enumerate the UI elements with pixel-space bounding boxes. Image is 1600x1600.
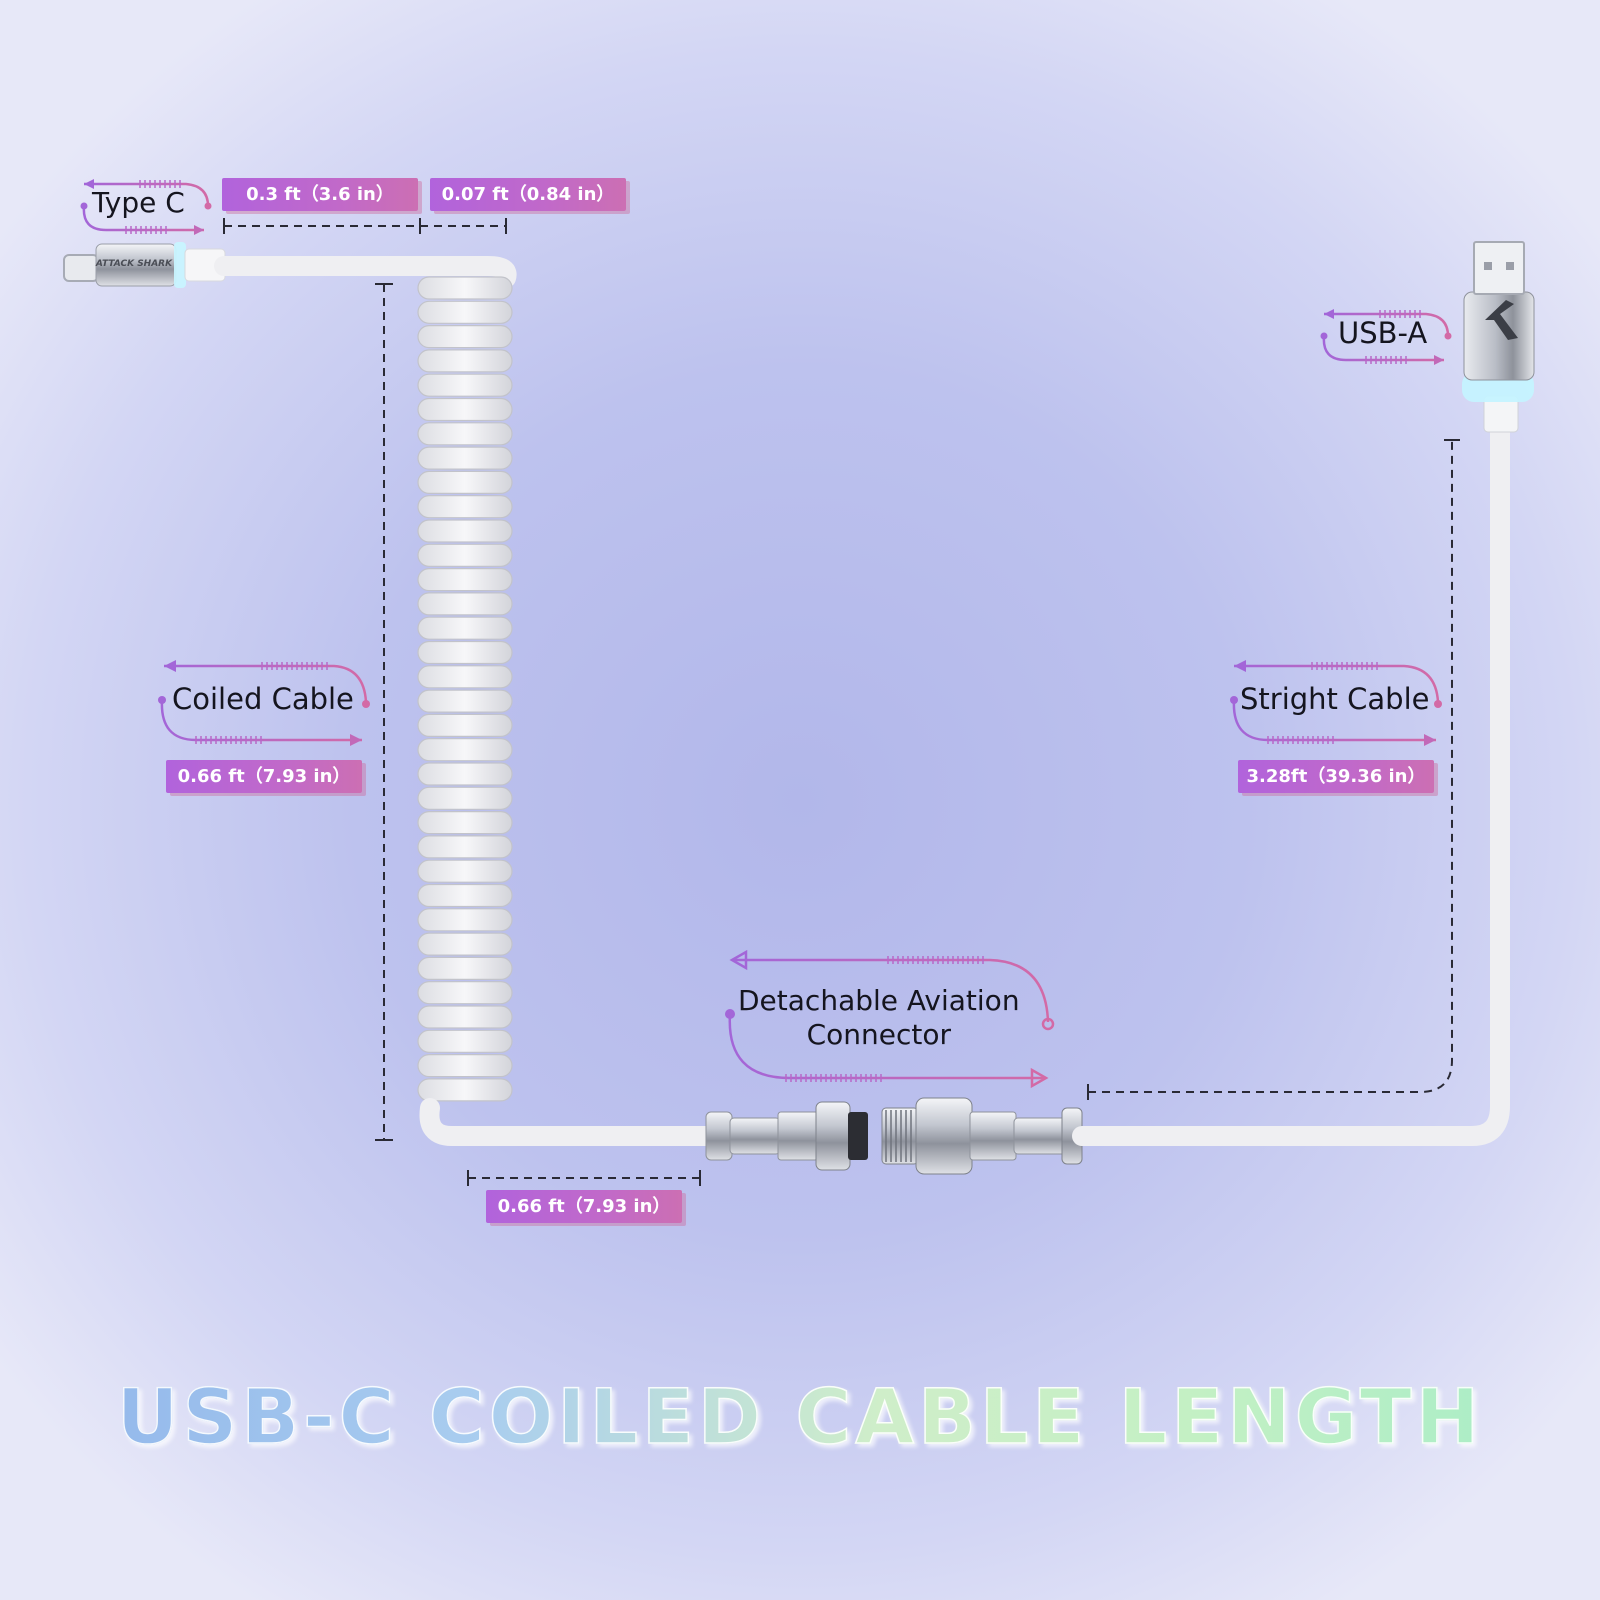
transition-segment-length: 0.07 ft（0.84 in） — [430, 178, 626, 211]
coil-loop — [417, 640, 513, 665]
type-c-plug: ATTACK SHARK — [63, 242, 226, 288]
coil-loop — [417, 349, 513, 373]
page-title: USB-C COILED CABLE LENGTH — [0, 1371, 1600, 1462]
straight-length-badge: 3.28ft（39.36 in） — [1238, 760, 1434, 793]
coil-loop — [417, 665, 513, 689]
coil-loop — [417, 1029, 513, 1053]
brand-text: ATTACK SHARK — [95, 259, 173, 269]
brand-logo-icon — [1485, 300, 1518, 340]
arrow-hatches — [125, 180, 1421, 1082]
label-arrow-heads — [80, 179, 1452, 1089]
coil-loop — [417, 835, 513, 859]
coil-loop — [417, 908, 513, 932]
coil-loop — [417, 1078, 513, 1102]
coil-loop — [417, 397, 513, 422]
coil-loop — [417, 470, 513, 494]
coil-loop — [417, 300, 513, 324]
coil-loop — [417, 810, 513, 835]
aviation-connector-male — [705, 1101, 868, 1171]
tail-length-badge: 0.66 ft（7.93 in） — [486, 1190, 682, 1223]
coil-loop — [417, 446, 513, 470]
straight-cable — [1072, 410, 1510, 1146]
aviation-label-line2: Connector — [806, 1018, 951, 1051]
coil-loop — [417, 1005, 513, 1029]
usb-a-plug — [1462, 241, 1535, 433]
coiled-cable-label: Coiled Cable — [172, 682, 354, 716]
coil-loop — [417, 543, 513, 567]
coil-loop — [417, 1053, 513, 1078]
coil-loop — [417, 762, 513, 786]
usb-a-label: USB-A — [1338, 316, 1428, 350]
coil-loop — [417, 859, 513, 883]
coil-loop — [417, 713, 513, 738]
dimension-lines — [223, 218, 1460, 1186]
coil-loop — [417, 422, 513, 446]
aviation-connector-label: Detachable Aviation Connector — [738, 984, 1020, 1052]
coil-loop — [417, 689, 513, 713]
type-c-segment-length: 0.3 ft（3.6 in） — [222, 178, 418, 211]
coil-loop — [417, 932, 513, 956]
aviation-label-line1: Detachable Aviation — [738, 984, 1020, 1017]
coil-loop — [417, 738, 513, 762]
coil-loop — [417, 616, 513, 640]
type-c-cable — [214, 256, 517, 288]
coil-loop — [417, 592, 513, 616]
coil-loop — [417, 519, 513, 543]
type-c-label: Type C — [92, 186, 185, 219]
coil-loop — [417, 567, 513, 592]
coiled-length-badge: 0.66 ft（7.93 in） — [166, 760, 362, 793]
coil-loop — [417, 786, 513, 810]
tail-cable — [419, 1098, 722, 1146]
straight-cable-label: Stright Cable — [1240, 682, 1430, 716]
coil-loop — [417, 495, 513, 519]
coiled-cable — [417, 276, 513, 1102]
coil-loop — [417, 325, 513, 349]
coil-loop — [417, 956, 513, 981]
coil-loop — [417, 373, 513, 397]
coil-loop — [417, 276, 513, 300]
coil-loop — [417, 981, 513, 1005]
label-arrows — [82, 182, 1450, 1080]
coil-loop — [417, 883, 513, 908]
aviation-connector-female — [881, 1097, 1083, 1175]
